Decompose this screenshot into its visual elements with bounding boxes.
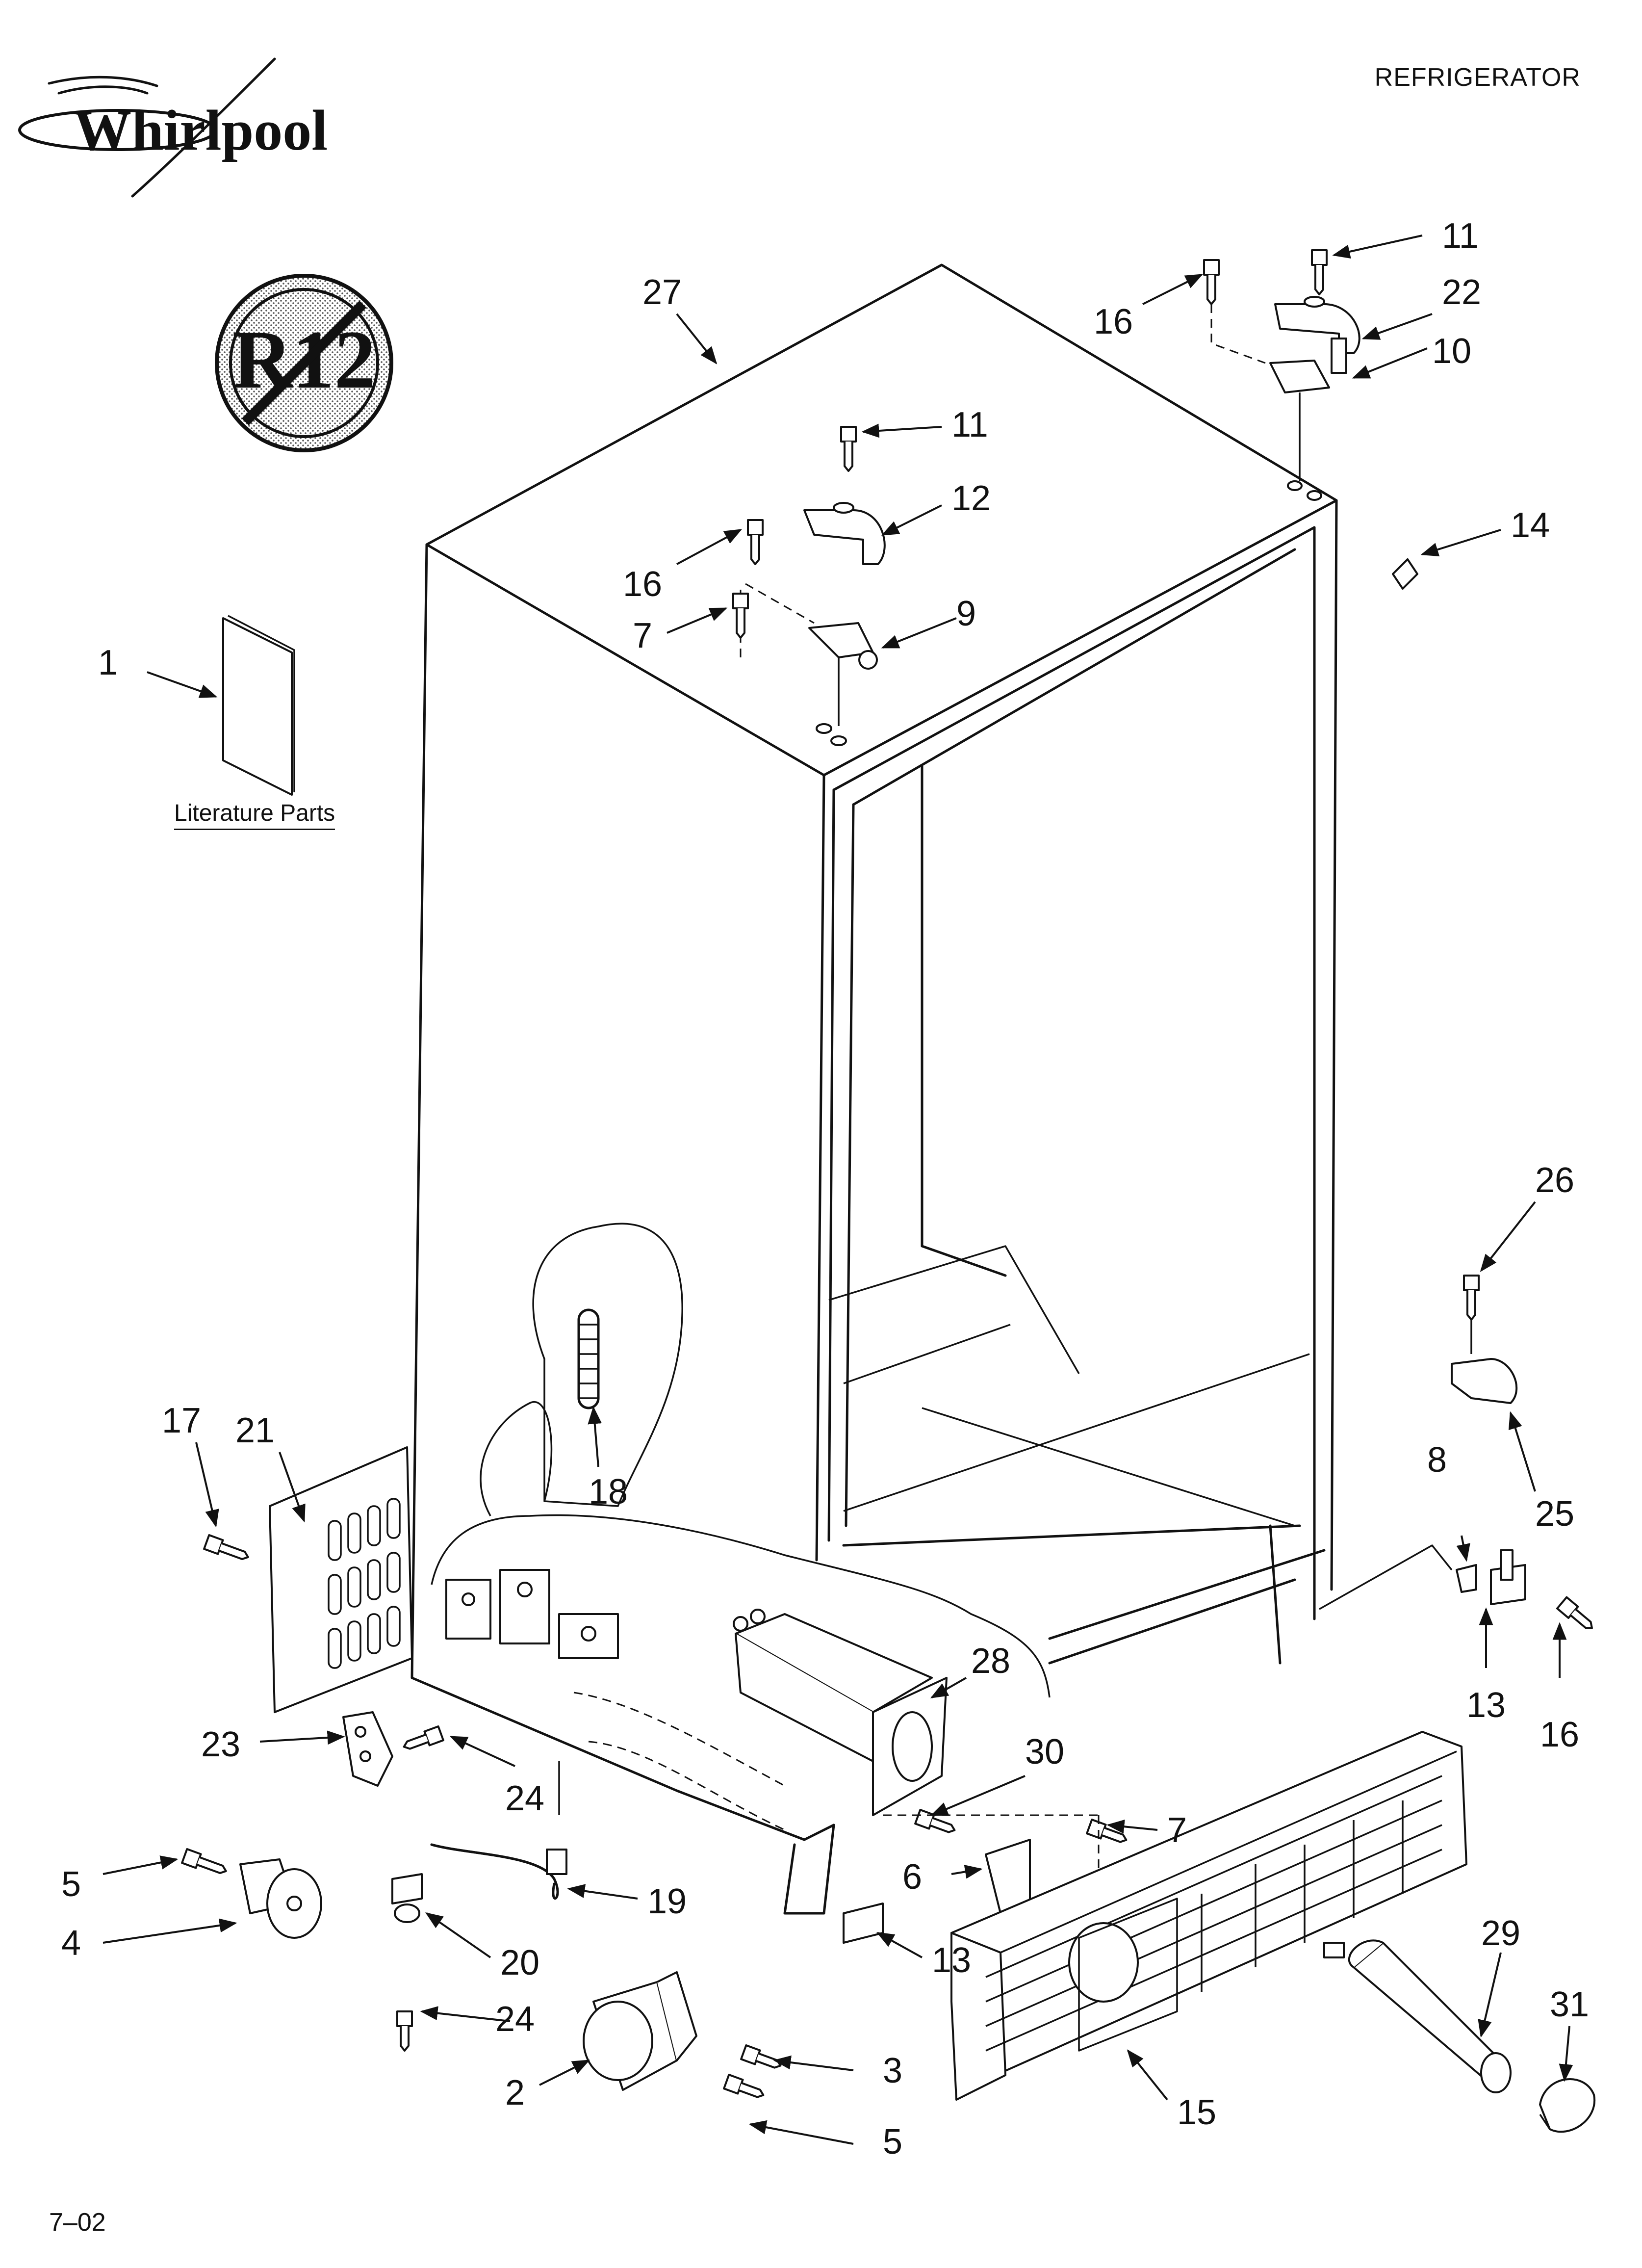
callout-6: 6 — [902, 1857, 922, 1897]
callout-8: 8 — [1427, 1440, 1447, 1480]
brand-wordmark: Whirlpool — [74, 98, 328, 162]
callout-7: 7 — [633, 616, 652, 655]
toe-grille — [950, 1731, 1467, 2101]
callout-20: 20 — [500, 1943, 539, 1982]
roller-assembly-rear — [239, 1858, 322, 1939]
valve-assembly — [445, 1569, 619, 1659]
cabinet-body — [410, 263, 1338, 1915]
callout-1: 1 — [98, 643, 118, 682]
callout-labels: 1 2 3 4 5 5 6 7 7 8 9 10 11 11 12 13 13 … — [61, 216, 1589, 2162]
callout-11b: 11 — [951, 405, 988, 444]
callout-3: 3 — [883, 2051, 902, 2090]
roller-assembly-front — [583, 1971, 697, 2091]
callout-25: 25 — [1535, 1494, 1574, 1534]
callout-16b: 16 — [623, 565, 662, 604]
callout-13: 13 — [1466, 1686, 1506, 1725]
callout-5b: 5 — [883, 2122, 902, 2162]
callout-11: 11 — [1442, 216, 1479, 256]
callout-16: 16 — [1094, 302, 1133, 341]
callout-4: 4 — [61, 1924, 81, 1963]
filter-cap — [1539, 2078, 1596, 2133]
callout-10: 10 — [1432, 332, 1471, 371]
callout-27: 27 — [642, 273, 682, 312]
callout-5: 5 — [61, 1865, 81, 1904]
callout-22: 22 — [1442, 273, 1481, 312]
callout-17: 17 — [162, 1401, 201, 1440]
top-hinge-left — [740, 502, 886, 746]
water-filter — [1323, 1939, 1512, 2093]
bracket-parts-right — [1319, 1320, 1526, 1610]
callout-24b: 24 — [495, 2000, 535, 2039]
bracket-lower — [843, 1814, 1100, 1944]
water-tank-area — [431, 1223, 1051, 1831]
dispenser-duct — [733, 1609, 948, 1816]
callout-28: 28 — [971, 1642, 1010, 1681]
grommet-part — [1392, 558, 1418, 590]
literature-parts-label: Literature Parts — [174, 800, 335, 830]
water-tube — [430, 1843, 567, 1900]
callout-19: 19 — [647, 1882, 687, 1921]
leader-arrows — [103, 235, 1573, 2145]
rear-hinge-bracket — [342, 1711, 393, 1787]
whirlpool-logo: Whirlpool — [18, 57, 328, 198]
top-hinge-right — [1210, 296, 1360, 501]
callout-23: 23 — [201, 1725, 240, 1764]
callout-2: 2 — [505, 2073, 525, 2112]
callout-21: 21 — [235, 1411, 275, 1450]
tube-clip — [391, 1873, 423, 1923]
callout-14: 14 — [1511, 506, 1550, 545]
callout-12: 12 — [951, 479, 991, 518]
callout-26: 26 — [1535, 1161, 1574, 1200]
callout-7b: 7 — [1167, 1811, 1187, 1850]
callout-18: 18 — [589, 1472, 628, 1512]
spring-part — [577, 1308, 600, 1409]
callout-15: 15 — [1177, 2093, 1216, 2132]
callout-16c: 16 — [1540, 1715, 1579, 1754]
callout-31: 31 — [1550, 1985, 1589, 2024]
callout-29: 29 — [1481, 1914, 1520, 1953]
page-title: REFRIGERATOR — [1374, 63, 1581, 92]
callout-24: 24 — [505, 1779, 544, 1818]
callout-30: 30 — [1025, 1732, 1064, 1772]
callout-13b: 13 — [932, 1941, 971, 1980]
footer-code: 7–02 — [49, 2208, 106, 2237]
literature-booklet — [222, 615, 295, 796]
no-r12-symbol: R12 — [215, 274, 393, 452]
callout-9: 9 — [956, 594, 976, 633]
